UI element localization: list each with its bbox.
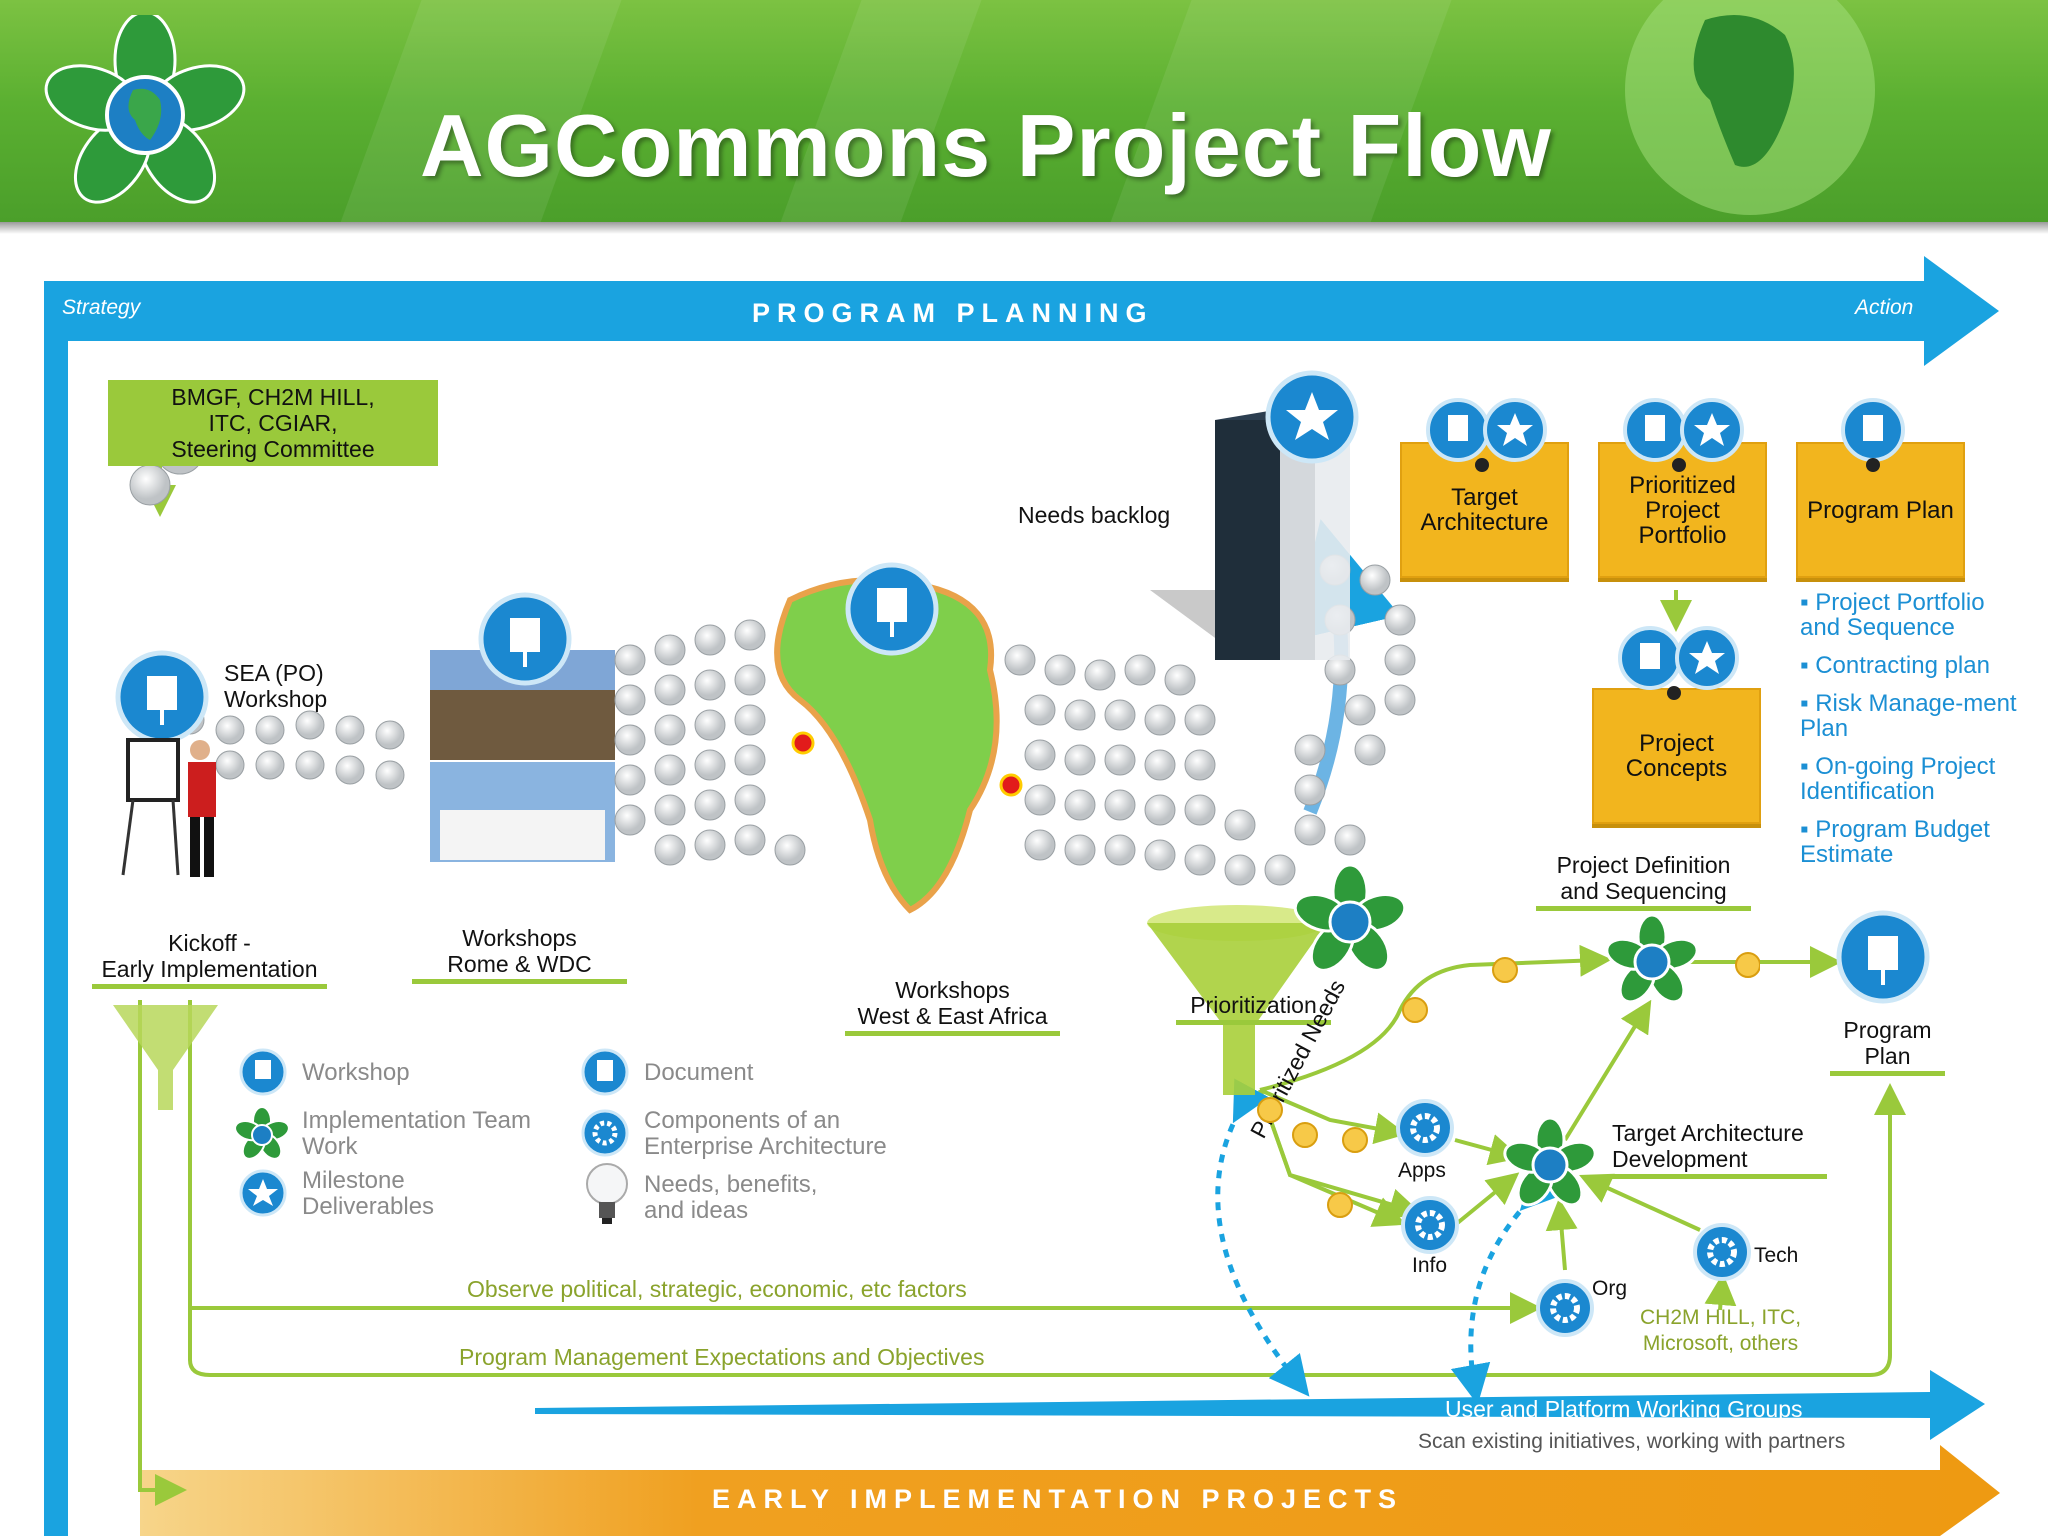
sea-workshop-label: SEA (PO)Workshop xyxy=(224,660,328,712)
implementation-band xyxy=(140,1445,2000,1536)
steering-line: BMGF, CH2M HILL, xyxy=(171,384,375,410)
plan-item: ▪ On-going Project Identification xyxy=(1800,753,1996,805)
plan-item: ▪ Contracting plan xyxy=(1800,652,1990,679)
org-label: Org xyxy=(1592,1277,1628,1300)
program-plan-box[interactable]: Program Plan xyxy=(1796,442,1965,578)
kickoff-label: Kickoff -Early Implementation xyxy=(92,930,327,989)
program-planning-label: PROGRAM PLANNING xyxy=(752,298,1154,328)
prioritized-bulbs xyxy=(1257,952,1760,1218)
workshop-icon[interactable] xyxy=(478,592,573,687)
plan-item: ▪ Program Budget Estimate xyxy=(1800,816,1990,868)
plan-items-list: ▪ Project Portfolio and Sequence ▪ Contr… xyxy=(1800,590,2020,867)
steering-line: Steering Committee xyxy=(171,436,375,462)
gear-icon[interactable] xyxy=(1400,1195,1460,1255)
presenter-figure xyxy=(121,738,216,877)
legend-gear-icon xyxy=(581,1109,629,1157)
steering-line: ITC, CGIAR, xyxy=(208,410,338,436)
document-icon xyxy=(1426,398,1547,472)
project-concepts-box[interactable]: Project Concepts xyxy=(1592,688,1761,824)
page-title: AGCommons Project Flow xyxy=(420,96,1552,195)
star-icon[interactable] xyxy=(1265,370,1360,465)
needs-backlog-label: Needs backlog xyxy=(1018,502,1171,528)
workshop-icon[interactable] xyxy=(115,650,210,745)
steering-committee-box: BMGF, CH2M HILL, ITC, CGIAR, Steering Co… xyxy=(108,380,438,466)
legend-needs: Needs, benefits,and ideas xyxy=(644,1171,818,1224)
ideas-cloud xyxy=(127,387,1416,914)
gear-icon[interactable] xyxy=(1395,1098,1455,1158)
header-shadow xyxy=(0,222,2048,234)
needs-backlog-box xyxy=(1150,410,1355,660)
strategy-label: Strategy xyxy=(62,296,141,319)
plan-item: ▪ Project Portfolio and Sequence xyxy=(1800,589,1985,641)
legend-impl-flower-icon xyxy=(234,1106,290,1160)
partners-label: CH2M HILL, ITC,Microsoft, others xyxy=(1640,1306,1802,1355)
working-groups-arrow xyxy=(535,1370,1985,1440)
info-label: Info xyxy=(1412,1254,1448,1277)
prioritization-funnel-icon xyxy=(1147,905,1327,1095)
funnel-icon xyxy=(113,1005,218,1110)
document-icon xyxy=(1623,398,1744,472)
apps-label: Apps xyxy=(1398,1159,1446,1182)
action-label: Action xyxy=(1855,296,1914,319)
impl-flower-icon[interactable] xyxy=(1500,1115,1600,1215)
early-implementation-label: EARLY IMPLEMENTATION PROJECTS xyxy=(712,1484,1404,1514)
legend-bulb-icon xyxy=(586,1163,628,1224)
logo-flower-globe xyxy=(44,15,246,204)
tech-label: Tech xyxy=(1754,1244,1799,1267)
impl-flower-icon[interactable] xyxy=(1602,912,1702,1012)
workshop-icon[interactable] xyxy=(845,562,940,657)
document-icon xyxy=(1618,626,1739,700)
scan-label: Scan existing initiatives, working with … xyxy=(1418,1430,1846,1453)
legend-document: Document xyxy=(644,1059,754,1086)
plan-item: ▪ Risk Manage-ment Plan xyxy=(1800,690,2017,742)
legend-workshop-icon xyxy=(239,1048,287,1096)
pm-expectations-label: Program Management Expectations and Obje… xyxy=(459,1344,985,1370)
impl-flower-icon[interactable] xyxy=(1290,862,1410,982)
legend-document-icon xyxy=(581,1048,629,1096)
gear-icon[interactable] xyxy=(1692,1222,1752,1282)
legend-workshop: Workshop xyxy=(302,1059,410,1086)
document-icon xyxy=(1841,398,1905,472)
workshop-icon[interactable] xyxy=(1836,910,1931,1005)
prioritization-label: Prioritization xyxy=(1176,992,1331,1025)
globe-icon xyxy=(1625,0,1875,215)
legend-star-icon xyxy=(239,1169,287,1217)
observe-factors-label: Observe political, strategic, economic, … xyxy=(467,1276,967,1302)
gear-icon[interactable] xyxy=(1535,1278,1595,1338)
